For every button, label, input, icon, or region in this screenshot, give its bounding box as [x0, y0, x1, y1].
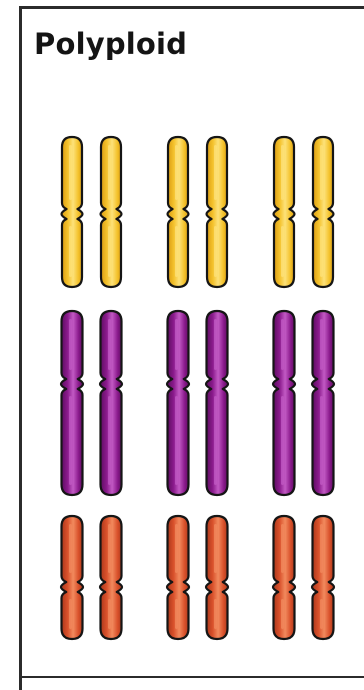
orange-chromosome-set3-copy2	[312, 516, 334, 639]
purple-chromosome-set1-copy1	[61, 311, 83, 495]
orange-chromosome-set2-copy1	[167, 516, 189, 639]
yellow-chromosome-set1-copy1	[62, 137, 83, 287]
orange-chromosome-set3-copy1	[273, 516, 295, 639]
purple-chromosome-set3-copy1	[273, 311, 295, 495]
purple-chromosome-set2-copy2	[206, 311, 228, 495]
yellow-chromosome-set2-copy1	[168, 137, 189, 287]
purple-chromosomes	[61, 311, 334, 495]
orange-chromosome-set1-copy2	[100, 516, 122, 639]
purple-chromosome-set1-copy2	[100, 311, 122, 495]
yellow-chromosome-set3-copy2	[313, 137, 334, 287]
yellow-chromosome-set2-copy2	[207, 137, 228, 287]
orange-chromosome-set2-copy2	[206, 516, 228, 639]
yellow-chromosome-set3-copy1	[274, 137, 295, 287]
purple-chromosome-set2-copy1	[167, 311, 189, 495]
orange-chromosomes	[61, 516, 334, 639]
yellow-chromosome-set1-copy2	[101, 137, 122, 287]
purple-chromosome-set3-copy2	[312, 311, 334, 495]
yellow-chromosomes	[62, 137, 334, 287]
orange-chromosome-set1-copy1	[61, 516, 83, 639]
